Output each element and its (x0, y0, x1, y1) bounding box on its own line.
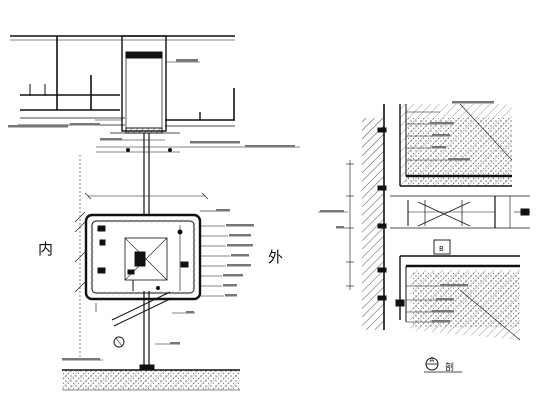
outside-label: 外 (268, 248, 283, 266)
left-elevation-detail (8, 35, 300, 391)
right-section-detail (318, 101, 530, 373)
section-title: 剖 (445, 361, 454, 373)
marker-b-letter: B (439, 245, 444, 253)
inside-label: 内 (38, 240, 53, 258)
section-mark-letter: A (430, 356, 435, 364)
